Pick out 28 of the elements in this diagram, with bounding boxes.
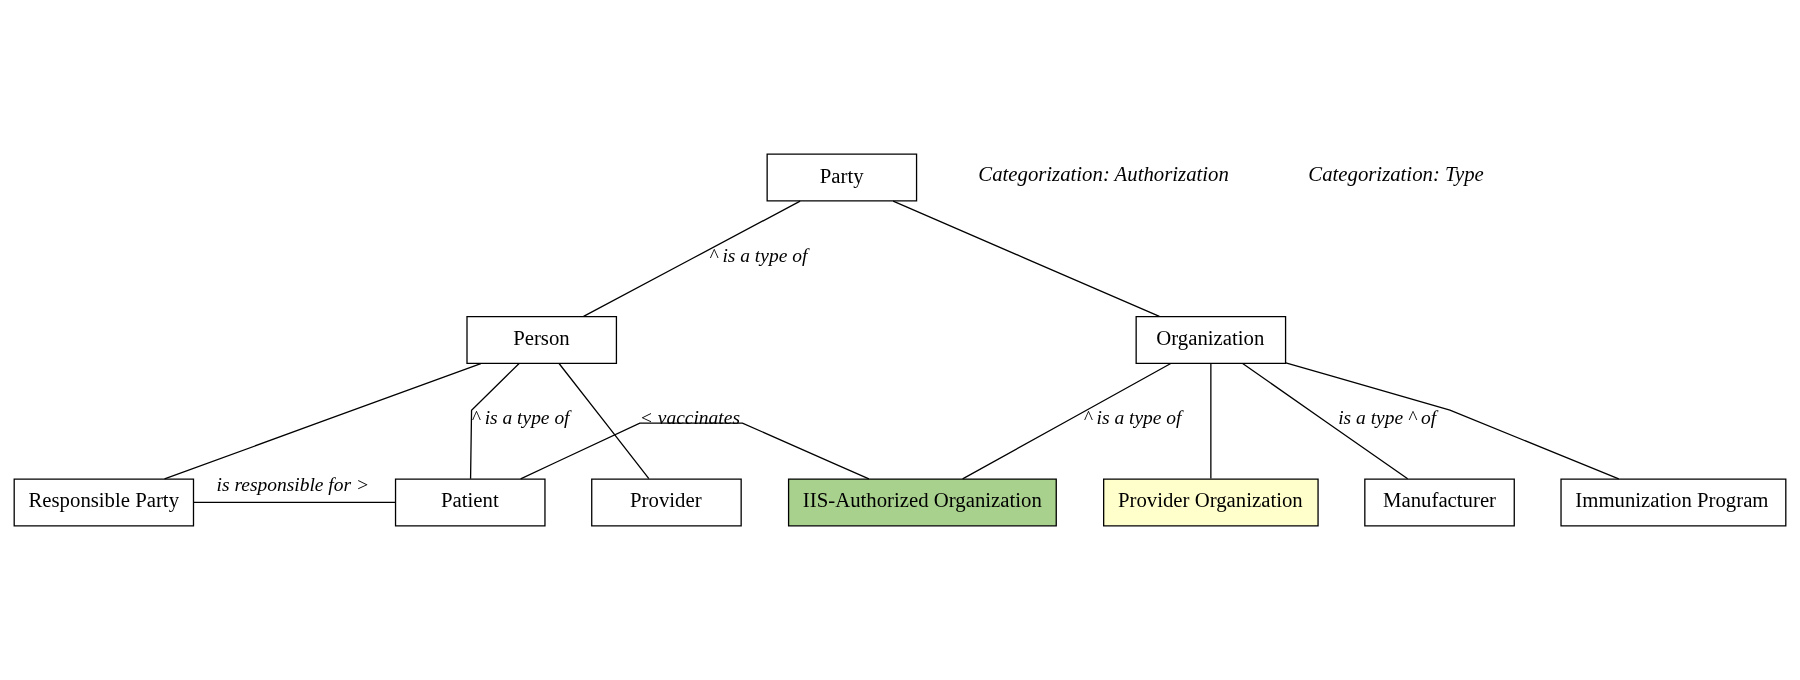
node-box: Responsible Party: [13, 478, 195, 527]
node-box: Party: [766, 153, 918, 202]
label: Categorization: Authorization: [978, 162, 1229, 186]
edge-label: ^ is a type of: [471, 407, 570, 429]
node-box: Organization: [1135, 315, 1287, 365]
edge-label: ^ is a type of: [709, 245, 808, 267]
node-box: Provider: [591, 478, 742, 527]
node-box: Person: [466, 315, 618, 365]
node-box: Patient: [394, 478, 546, 527]
connector: [1210, 362, 1212, 480]
edge-label: is responsible for >: [216, 473, 370, 495]
connector: [163, 362, 482, 480]
connector: [558, 362, 650, 480]
connector: [892, 200, 1161, 318]
connector: [582, 200, 801, 318]
edge-label: is a type ^ of: [1338, 407, 1437, 429]
connector: [469, 362, 520, 480]
edge-label: ^ is a type of: [1083, 407, 1182, 429]
node-box: IIS-Authorized Organization: [787, 478, 1057, 527]
connector: [962, 362, 1172, 480]
connector: [520, 422, 870, 480]
connector: [1242, 362, 1409, 480]
node-box: Provider Organization: [1103, 478, 1319, 527]
node-box: Manufacturer: [1364, 478, 1515, 527]
connector: [1285, 362, 1620, 480]
node-box: Immunization Program: [1560, 478, 1787, 527]
label: Categorization: Type: [1308, 162, 1484, 186]
connector: [193, 501, 396, 504]
